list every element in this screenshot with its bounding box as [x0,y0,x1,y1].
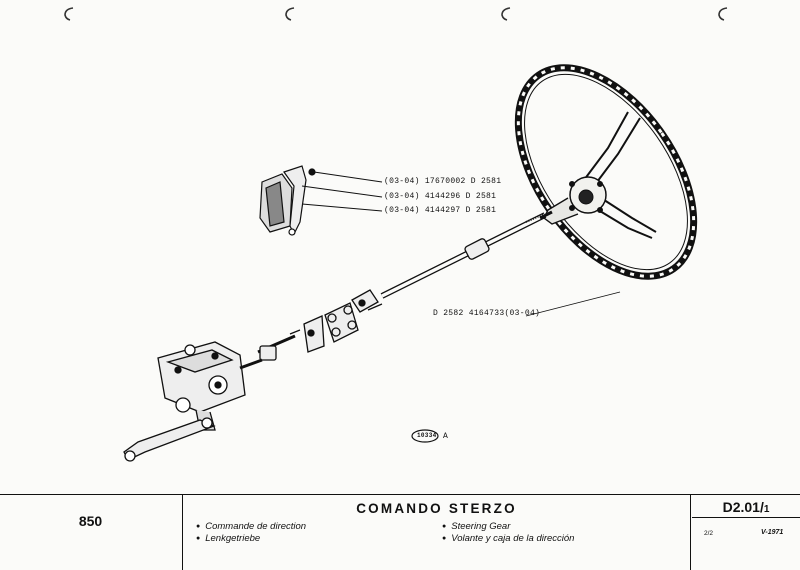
part-group: (03-04) [384,192,420,201]
page-number: 2/2 [704,530,714,537]
steering-column [380,210,553,299]
part-number: 17670002 [424,177,466,186]
part-group: (03-04) [384,206,420,215]
exploded-diagram [123,64,698,462]
part-label-4144296: (03-04) 4144296 D 2581 [384,192,496,201]
code-divider [692,517,800,519]
universal-joint [257,289,383,361]
part-number: 4144297 [424,206,461,215]
part-ref: D 2581 [465,206,497,215]
binder-hole-2 [285,7,295,21]
part-label-4144297: (03-04) 4144297 D 2581 [384,206,496,215]
binder-hole-4 [718,7,728,21]
pitman-arm [123,417,216,462]
figure-badge [411,429,439,443]
binder-hole-3 [501,7,511,21]
part-label-17670002: (03-04) 17670002 D 2581 [384,177,501,186]
part-ref: D 2581 [470,177,502,186]
section-title: COMANDO STERZO [356,501,517,516]
part-ref: D 2581 [465,192,497,201]
binder-hole-1 [64,7,74,21]
figure-suffix: A [443,432,449,441]
desc-french: Commande de direction [196,521,306,533]
part-label-4164733: D 2582 4164733(03-04) [433,309,540,318]
edition-date: V-1971 [761,529,784,536]
desc-english: Steering Gear [442,521,574,533]
desc-column-right: Steering Gear Volante y caja de la direc… [442,521,574,545]
divider [690,495,692,570]
steering-box [157,341,263,431]
sheet-code-main: D2.01/ [722,499,764,515]
desc-spanish: Volante y caja de la dirección [442,533,574,545]
sheet-code-sub: 1 [763,504,770,515]
horn-button-assembly [259,165,316,236]
part-group: (03-04) [384,177,420,186]
part-number: 4164733 [468,309,505,318]
footer-title-block: 850 COMANDO STERZO Commande de direction… [0,494,800,570]
divider [182,495,184,570]
part-group: (03-04) [504,309,541,318]
model-number: 850 [78,513,103,529]
part-ref: D 2582 [433,309,464,318]
part-number: 4144296 [424,192,461,201]
sheet-code: D2.01/1 [692,499,800,515]
leader-lines [301,171,621,317]
desc-column-left: Commande de direction Lenkgetriebe [196,521,306,545]
figure-id: 10334 [417,432,437,439]
desc-german: Lenkgetriebe [196,533,306,545]
steering-wheel [514,64,698,280]
